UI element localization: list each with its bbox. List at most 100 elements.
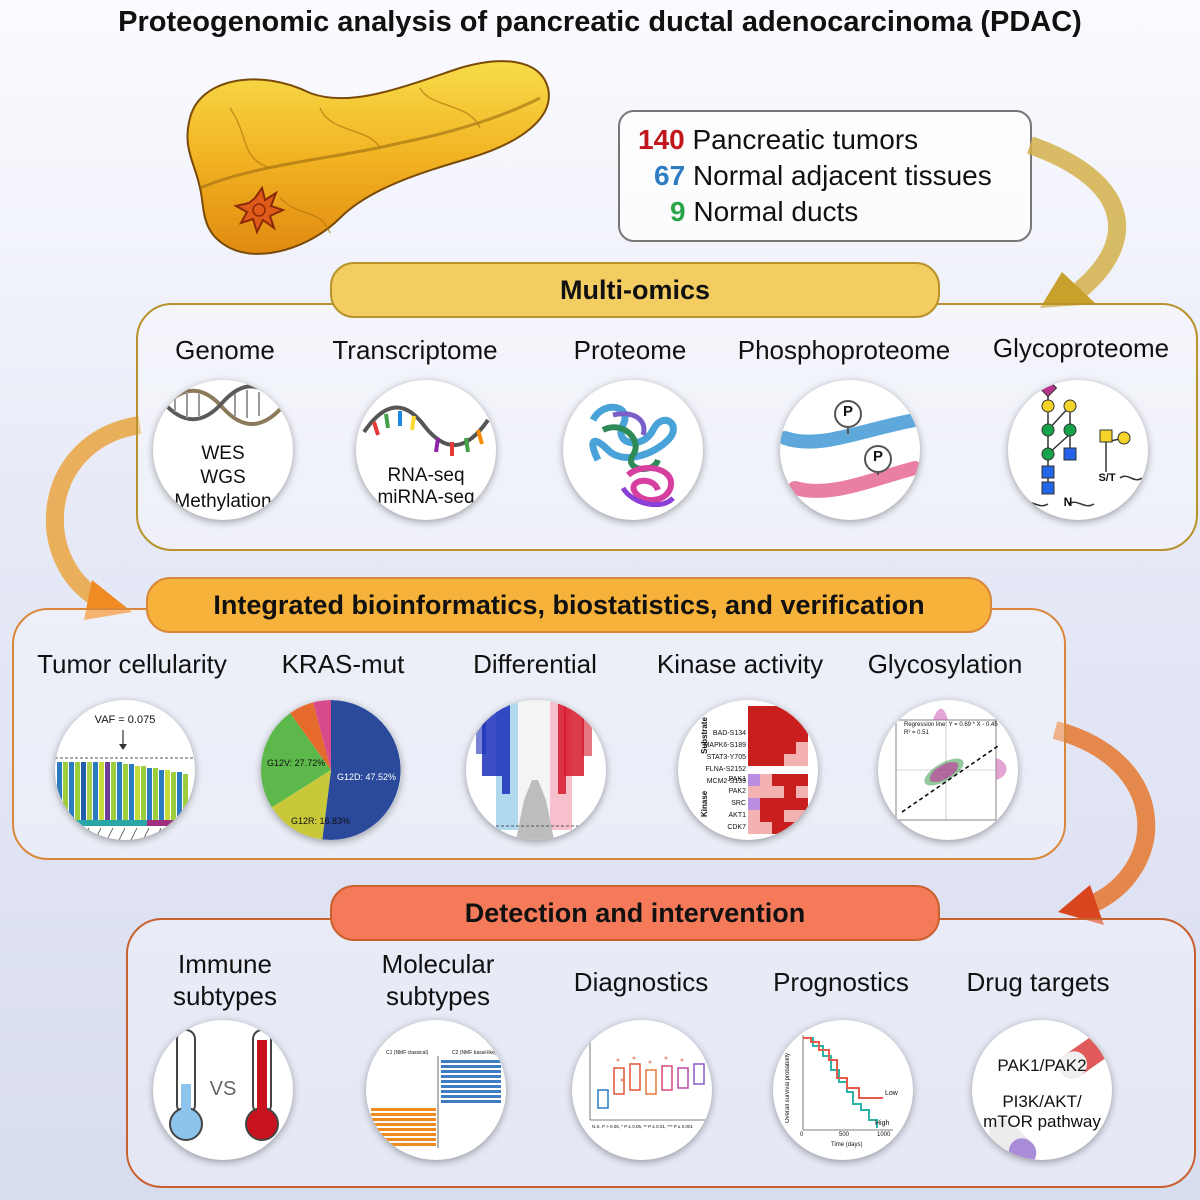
hot-thermometer-icon	[245, 1029, 279, 1141]
omics-label-glycoproteome: Glycoproteome	[992, 333, 1170, 363]
genome-method: Methylation	[174, 491, 272, 512]
enrichment-bar-chart	[371, 1056, 501, 1148]
sample-row-ducts: 9 Normal ducts	[670, 196, 858, 228]
survival-high-label: High	[875, 1120, 890, 1127]
pie-slice-g12v	[261, 713, 331, 808]
cellularity-circle: VAF = 0.075	[55, 700, 195, 840]
kras-pie-chart	[261, 700, 401, 840]
detection-label-prognostics: Prognostics	[773, 967, 909, 997]
regression-r2: R² = 0.51	[904, 730, 929, 736]
vs-label: VS	[209, 1078, 237, 1100]
sample-label: Pancreatic tumors	[692, 124, 919, 155]
substrate-label: MAPK6-S189	[703, 742, 746, 749]
genome-circle: WES WGS Methylation	[153, 380, 293, 520]
survival-x-tick: 0	[800, 1132, 804, 1138]
kinase-label: SRC	[731, 800, 746, 807]
drug-target-line: mTOR pathway	[983, 1112, 1101, 1131]
transcriptome-method: miRNA-seq	[377, 487, 475, 508]
transcriptome-method: RNA-seq	[387, 465, 465, 486]
omics-label-proteome: Proteome	[573, 335, 687, 365]
analysis-label-glycosylation: Glycosylation	[867, 649, 1023, 679]
detection-label-immune: Immune subtypes	[150, 948, 300, 1012]
substrate-label: MCM2-S139	[706, 778, 746, 785]
integrated-header: Integrated bioinformatics, biostatistics…	[146, 577, 992, 633]
genome-method: WES	[201, 443, 245, 464]
regression-equation: Regression line: Y = 0.69 * X - 0.45	[904, 722, 998, 728]
survival-x-label: Time (days)	[831, 1142, 863, 1148]
survival-x-tick: 500	[839, 1132, 850, 1138]
diagnostics-circle: N.S. P > 0.05, * P ≤ 0.05, ** P ≤ 0.01, …	[572, 1020, 712, 1160]
transcriptome-circle: RNA-seq miRNA-seq	[356, 380, 496, 520]
pill-icon	[989, 1035, 1110, 1160]
arrow-head-icon	[1040, 272, 1096, 308]
kras-circle: G12D: 47.52% G12V: 27.72% G12R: 16.83%	[261, 700, 401, 840]
omics-label-phosphoproteome: Phosphoproteome	[737, 335, 951, 365]
arrow-head-icon	[1058, 885, 1104, 925]
phosphoproteome-circle: P P	[780, 380, 920, 520]
arrow-head-icon	[84, 580, 132, 620]
thermometers-icon	[169, 1029, 279, 1141]
multiomics-header: Multi-omics	[330, 262, 940, 318]
prognostics-circle: Overall survival probability 0 500 1000 …	[773, 1020, 913, 1160]
survival-line-low	[803, 1037, 883, 1099]
analysis-label-kinase: Kinase activity	[656, 649, 824, 679]
cellularity-bar-chart	[55, 730, 195, 840]
survival-low-label: Low	[885, 1090, 898, 1097]
kinase-label: CDK7	[727, 824, 746, 831]
pancreas-illustration	[186, 60, 550, 255]
differential-circle	[466, 700, 606, 840]
cold-thermometer-icon	[169, 1029, 203, 1141]
detection-header: Detection and intervention	[330, 885, 940, 941]
diagnostics-boxplot	[589, 1040, 712, 1121]
sample-count: 67	[654, 160, 686, 191]
label-line: subtypes	[385, 981, 491, 1011]
glycan-icon	[1021, 380, 1143, 507]
subtype-col-label: C2 (NMF basal-like)	[452, 1050, 497, 1056]
survival-x-tick: 1000	[877, 1132, 891, 1138]
molecular-circle: C1 (NMF classical) C2 (NMF basal-like)	[366, 1020, 506, 1160]
kinase-heatmap	[748, 706, 808, 834]
pie-slice-g12d	[322, 700, 401, 840]
glycoproteome-circle: N S/T	[1008, 380, 1148, 520]
detection-label-molecular: Molecular subtypes	[358, 948, 518, 1012]
pie-slice-g12r	[271, 770, 331, 840]
page-title: Proteogenomic analysis of pancreatic duc…	[118, 6, 1082, 38]
kinase-circle: Substrate Kinase BAD-S134 MAPK6-S189 STA…	[678, 700, 818, 840]
omics-label-transcriptome: Transcriptome	[332, 335, 498, 365]
drug-target-line: PAK1/PAK2	[997, 1056, 1087, 1075]
kinase-label: PAK2	[728, 788, 746, 795]
pie-slice-other	[313, 700, 331, 770]
phospho-protein-icon	[780, 400, 920, 498]
rna-strand-icon	[362, 405, 490, 456]
kinase-label: AKT1	[728, 812, 746, 819]
drug-targets-circle: PAK1/PAK2 PI3K/AKT/ mTOR pathway	[972, 1020, 1112, 1160]
sample-count: 140	[638, 124, 685, 155]
substrate-label: BAD-S134	[712, 730, 746, 737]
analysis-label-kras: KRAS-mut	[281, 649, 405, 679]
glyco-scatter-plot	[895, 708, 1007, 821]
substrate-label: FLNA-S2152	[705, 766, 746, 773]
sample-summary-box: 140 Pancreatic tumors 67 Normal adjacent…	[618, 110, 1032, 242]
detection-label-drug-targets: Drug targets	[966, 967, 1110, 997]
survival-curve	[802, 1035, 893, 1131]
phospho-glyph: P	[842, 403, 853, 420]
proteome-circle	[563, 380, 703, 520]
immune-circle: VS	[153, 1020, 293, 1160]
substrate-label: STAT3-Y705	[706, 754, 746, 761]
vaf-annotation: VAF = 0.075	[94, 714, 156, 726]
glycosylation-circle: Regression line: Y = 0.69 * X - 0.45 R² …	[878, 700, 1018, 840]
label-line: subtypes	[172, 981, 278, 1011]
sample-row-nat: 67 Normal adjacent tissues	[654, 160, 992, 192]
subtype-col-label: C1 (NMF classical)	[386, 1050, 429, 1056]
drug-target-line: PI3K/AKT/	[1002, 1092, 1082, 1111]
protein-structure-icon	[589, 403, 677, 508]
tumor-icon	[233, 185, 286, 235]
genome-method: WGS	[200, 467, 246, 488]
detection-label-diagnostics: Diagnostics	[573, 967, 709, 997]
label-line: Immune	[178, 949, 272, 979]
glycan-n-label: N	[1063, 495, 1073, 509]
pie-label-g12v: G12V: 27.72%	[267, 758, 326, 768]
analysis-label-cellularity: Tumor cellularity	[37, 649, 227, 679]
survival-line-high	[803, 1037, 878, 1128]
